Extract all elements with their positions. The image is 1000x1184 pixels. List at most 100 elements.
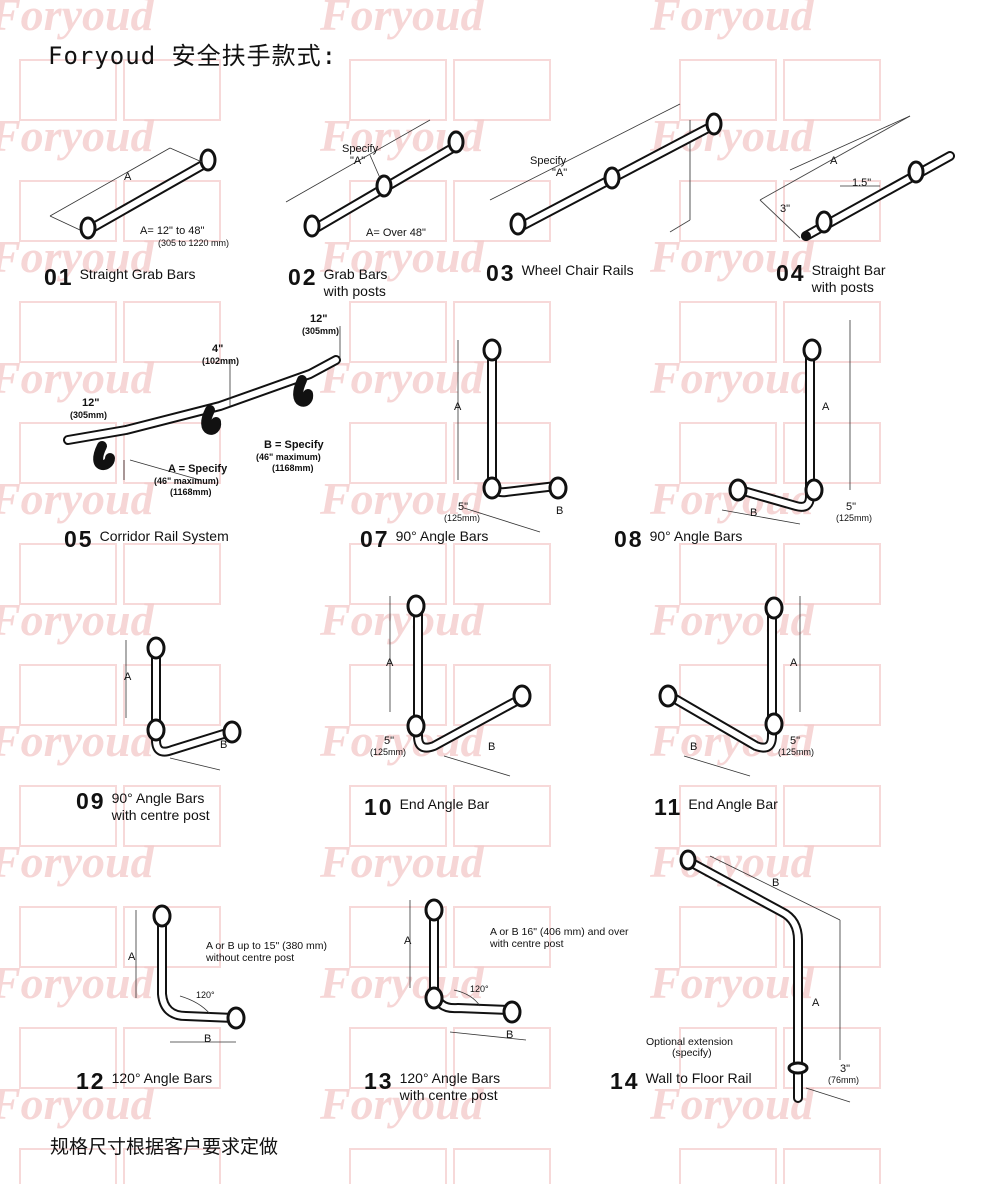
dimension-label: (76mm) [828, 1075, 859, 1085]
item-label: 90° Angle Bars [649, 528, 743, 544]
dimension-label: 12" [82, 397, 100, 409]
dimension-label: A= 12" to 48" [140, 225, 205, 237]
dimension-label: A [790, 657, 798, 669]
spec-note: (specify) [672, 1047, 712, 1059]
watermark-text: Foryoud [649, 1078, 815, 1129]
caption-05: 05 Corridor Rail System [64, 526, 229, 552]
dimension-label: A [386, 657, 394, 669]
caption-11: 11 End Angle Bar [654, 794, 778, 820]
watermark-seal [679, 785, 777, 847]
corridor-rail-05: 12" (305mm) 4" (102mm) 12" (305mm) A = S… [40, 310, 360, 552]
watermark-text: Foryoud [0, 715, 155, 766]
item-label: Corridor Rail System [99, 528, 229, 544]
caption-12: 12 120° Angle Bars [76, 1070, 213, 1093]
watermark-text: Foryoud [649, 957, 815, 1008]
watermark-seal [679, 422, 777, 484]
item-number: 04 [776, 260, 806, 286]
watermark-seal [453, 906, 551, 968]
item-number: 14 [610, 1068, 640, 1094]
dimension-label: 120° [196, 990, 215, 1000]
dimension-label: A [822, 401, 830, 413]
spec-note: with centre post [490, 938, 564, 950]
watermark-text: Foryoud [0, 836, 155, 887]
item-number: 03 [486, 260, 516, 286]
end-angle-bar-11: A B 5" (125mm) 11 End Angle Bar [640, 580, 890, 830]
watermark-seal [783, 906, 881, 968]
watermark-text: Foryoud [649, 110, 815, 161]
grab-bar-01: A A= 12" to 48" (305 to 1220 mm) 01 Stra… [30, 120, 250, 290]
watermark-seal [123, 59, 221, 121]
item-label: 120° Angle Bars [111, 1070, 213, 1086]
watermark-text: Foryoud [0, 352, 155, 403]
dimension-label: 120° [470, 984, 489, 994]
watermark-seal [349, 664, 447, 726]
dimension-label: "A" [552, 167, 568, 179]
watermark-text: Foryoud [649, 715, 815, 766]
item-label: with centre post [111, 807, 210, 823]
item-number: 01 [44, 264, 74, 290]
item-number: 10 [364, 794, 394, 820]
watermark-text: Foryoud [649, 836, 815, 887]
watermark-seal [679, 906, 777, 968]
watermark-text: Foryoud [649, 0, 815, 40]
dimension-label: A [830, 155, 838, 167]
dimension-label: A [128, 951, 136, 963]
watermark-text: Foryoud [319, 0, 485, 40]
dimension-label: (305mm) [302, 326, 340, 336]
item-label: Straight Grab Bars [79, 266, 196, 282]
watermark-text: Foryoud [319, 352, 485, 403]
item-label: Wall to Floor Rail [645, 1070, 752, 1086]
dimension-label: B [690, 741, 698, 753]
watermark-text: Foryoud [319, 1078, 485, 1129]
item-number: 09 [76, 788, 106, 814]
dimension-label: 5" [384, 735, 395, 747]
angle-bar-08: A B 5" (125mm) 08 90° Angle Bars [610, 310, 890, 551]
watermark-seal [453, 543, 551, 605]
item-label: with posts [323, 283, 386, 299]
item-label: Wheel Chair Rails [521, 262, 634, 278]
watermark-text: Foryoud [0, 1078, 155, 1129]
dimension-label: (1168mm) [170, 487, 212, 497]
watermark-seal [19, 422, 117, 484]
end-angle-bar-10: A B 5" (125mm) 10 End Angle Bar [360, 580, 590, 830]
watermark-text: Foryoud [649, 594, 815, 645]
watermark-seal [349, 785, 447, 847]
dimension-label: 1.5" [852, 177, 872, 189]
watermark-text: Foryoud [319, 473, 485, 524]
watermark-seal [679, 1148, 777, 1184]
dimension-label: (102mm) [202, 356, 240, 366]
dimension-label: (305mm) [70, 410, 108, 420]
watermark-text: Foryoud [319, 836, 485, 887]
angle-bar-07: A B 5" (125mm) 07 90° Angle Bars [360, 320, 610, 551]
dimension-label: (125mm) [778, 747, 815, 757]
watermark-seal [783, 664, 881, 726]
angle-bar-13: A B 120° A or B 16" (406 mm) and over wi… [360, 880, 650, 1110]
dimension-label: (125mm) [370, 747, 407, 757]
watermark-seal [679, 1027, 777, 1089]
watermark-seal [123, 664, 221, 726]
item-number: 05 [64, 526, 94, 552]
watermark-seal [123, 543, 221, 605]
dimension-label: B [772, 877, 780, 889]
dimension-label: (125mm) [836, 513, 873, 523]
dimension-label: A= Over 48" [366, 227, 426, 239]
dimension-label: 3" [780, 203, 791, 215]
watermark-text: Foryoud [649, 352, 815, 403]
dimension-label: A [404, 935, 412, 947]
caption-01: 01 Straight Grab Bars [44, 264, 196, 290]
item-number: 11 [654, 794, 683, 820]
dimension-label: Specify [342, 143, 379, 155]
spec-note: A or B 16" (406 mm) and over [490, 926, 629, 938]
watermark-seal [19, 59, 117, 121]
item-number: 13 [364, 1068, 394, 1094]
watermark-seal [19, 301, 117, 363]
item-label: with posts [811, 279, 874, 295]
dimension-label: A [454, 401, 462, 413]
watermark-seal [783, 422, 881, 484]
